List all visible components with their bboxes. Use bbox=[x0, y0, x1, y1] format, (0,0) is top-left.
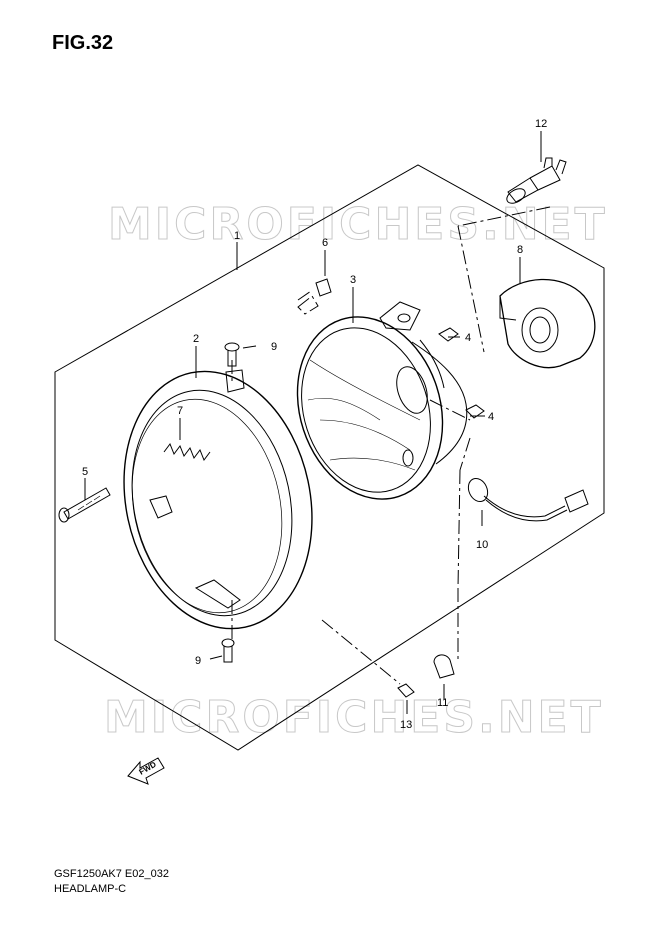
callout-7: 7 bbox=[177, 405, 183, 417]
fwd-arrow-icon: FWD bbox=[127, 757, 165, 785]
callout-3: 3 bbox=[350, 274, 356, 286]
callout-4a: 4 bbox=[465, 332, 471, 344]
headlamp-rim bbox=[123, 369, 313, 630]
socket-harness bbox=[467, 477, 589, 522]
nuts bbox=[315, 278, 485, 419]
callout-4b: 4 bbox=[488, 411, 494, 423]
model-code: GSF1250AK7 E02_032 bbox=[54, 868, 169, 880]
callout-6: 6 bbox=[322, 237, 328, 249]
small-bulb bbox=[433, 654, 455, 679]
section-name: HEADLAMP-C bbox=[54, 883, 127, 895]
leader-lines bbox=[84, 131, 542, 714]
callout-9b: 9 bbox=[195, 655, 201, 667]
callout-9a: 9 bbox=[271, 341, 277, 353]
callout-11: 11 bbox=[437, 697, 448, 709]
callout-12: 12 bbox=[535, 118, 547, 130]
callout-10: 10 bbox=[476, 539, 488, 551]
cover bbox=[499, 278, 596, 369]
callout-1: 1 bbox=[234, 230, 240, 242]
spring bbox=[163, 442, 211, 462]
callout-8: 8 bbox=[517, 244, 523, 256]
headlamp-unit bbox=[296, 301, 468, 500]
headlamp-bulb bbox=[506, 157, 567, 204]
callout-2: 2 bbox=[193, 333, 199, 345]
figure-title: FIG.32 bbox=[52, 32, 114, 54]
callout-labels: 1 2 3 4 4 5 6 7 8 9 9 10 11 12 13 bbox=[82, 118, 547, 731]
assembly-boundary bbox=[54, 164, 605, 751]
diagram-footer: GSF1250AK7 E02_032 HEADLAMP-C bbox=[54, 867, 169, 897]
callout-13: 13 bbox=[400, 719, 412, 731]
callout-5: 5 bbox=[82, 466, 88, 478]
alignment-lines bbox=[231, 206, 551, 685]
watermark-top: MICROFICHES.NET bbox=[108, 199, 608, 251]
screws bbox=[58, 342, 415, 698]
watermark-bottom: MICROFICHES.NET bbox=[104, 692, 604, 744]
